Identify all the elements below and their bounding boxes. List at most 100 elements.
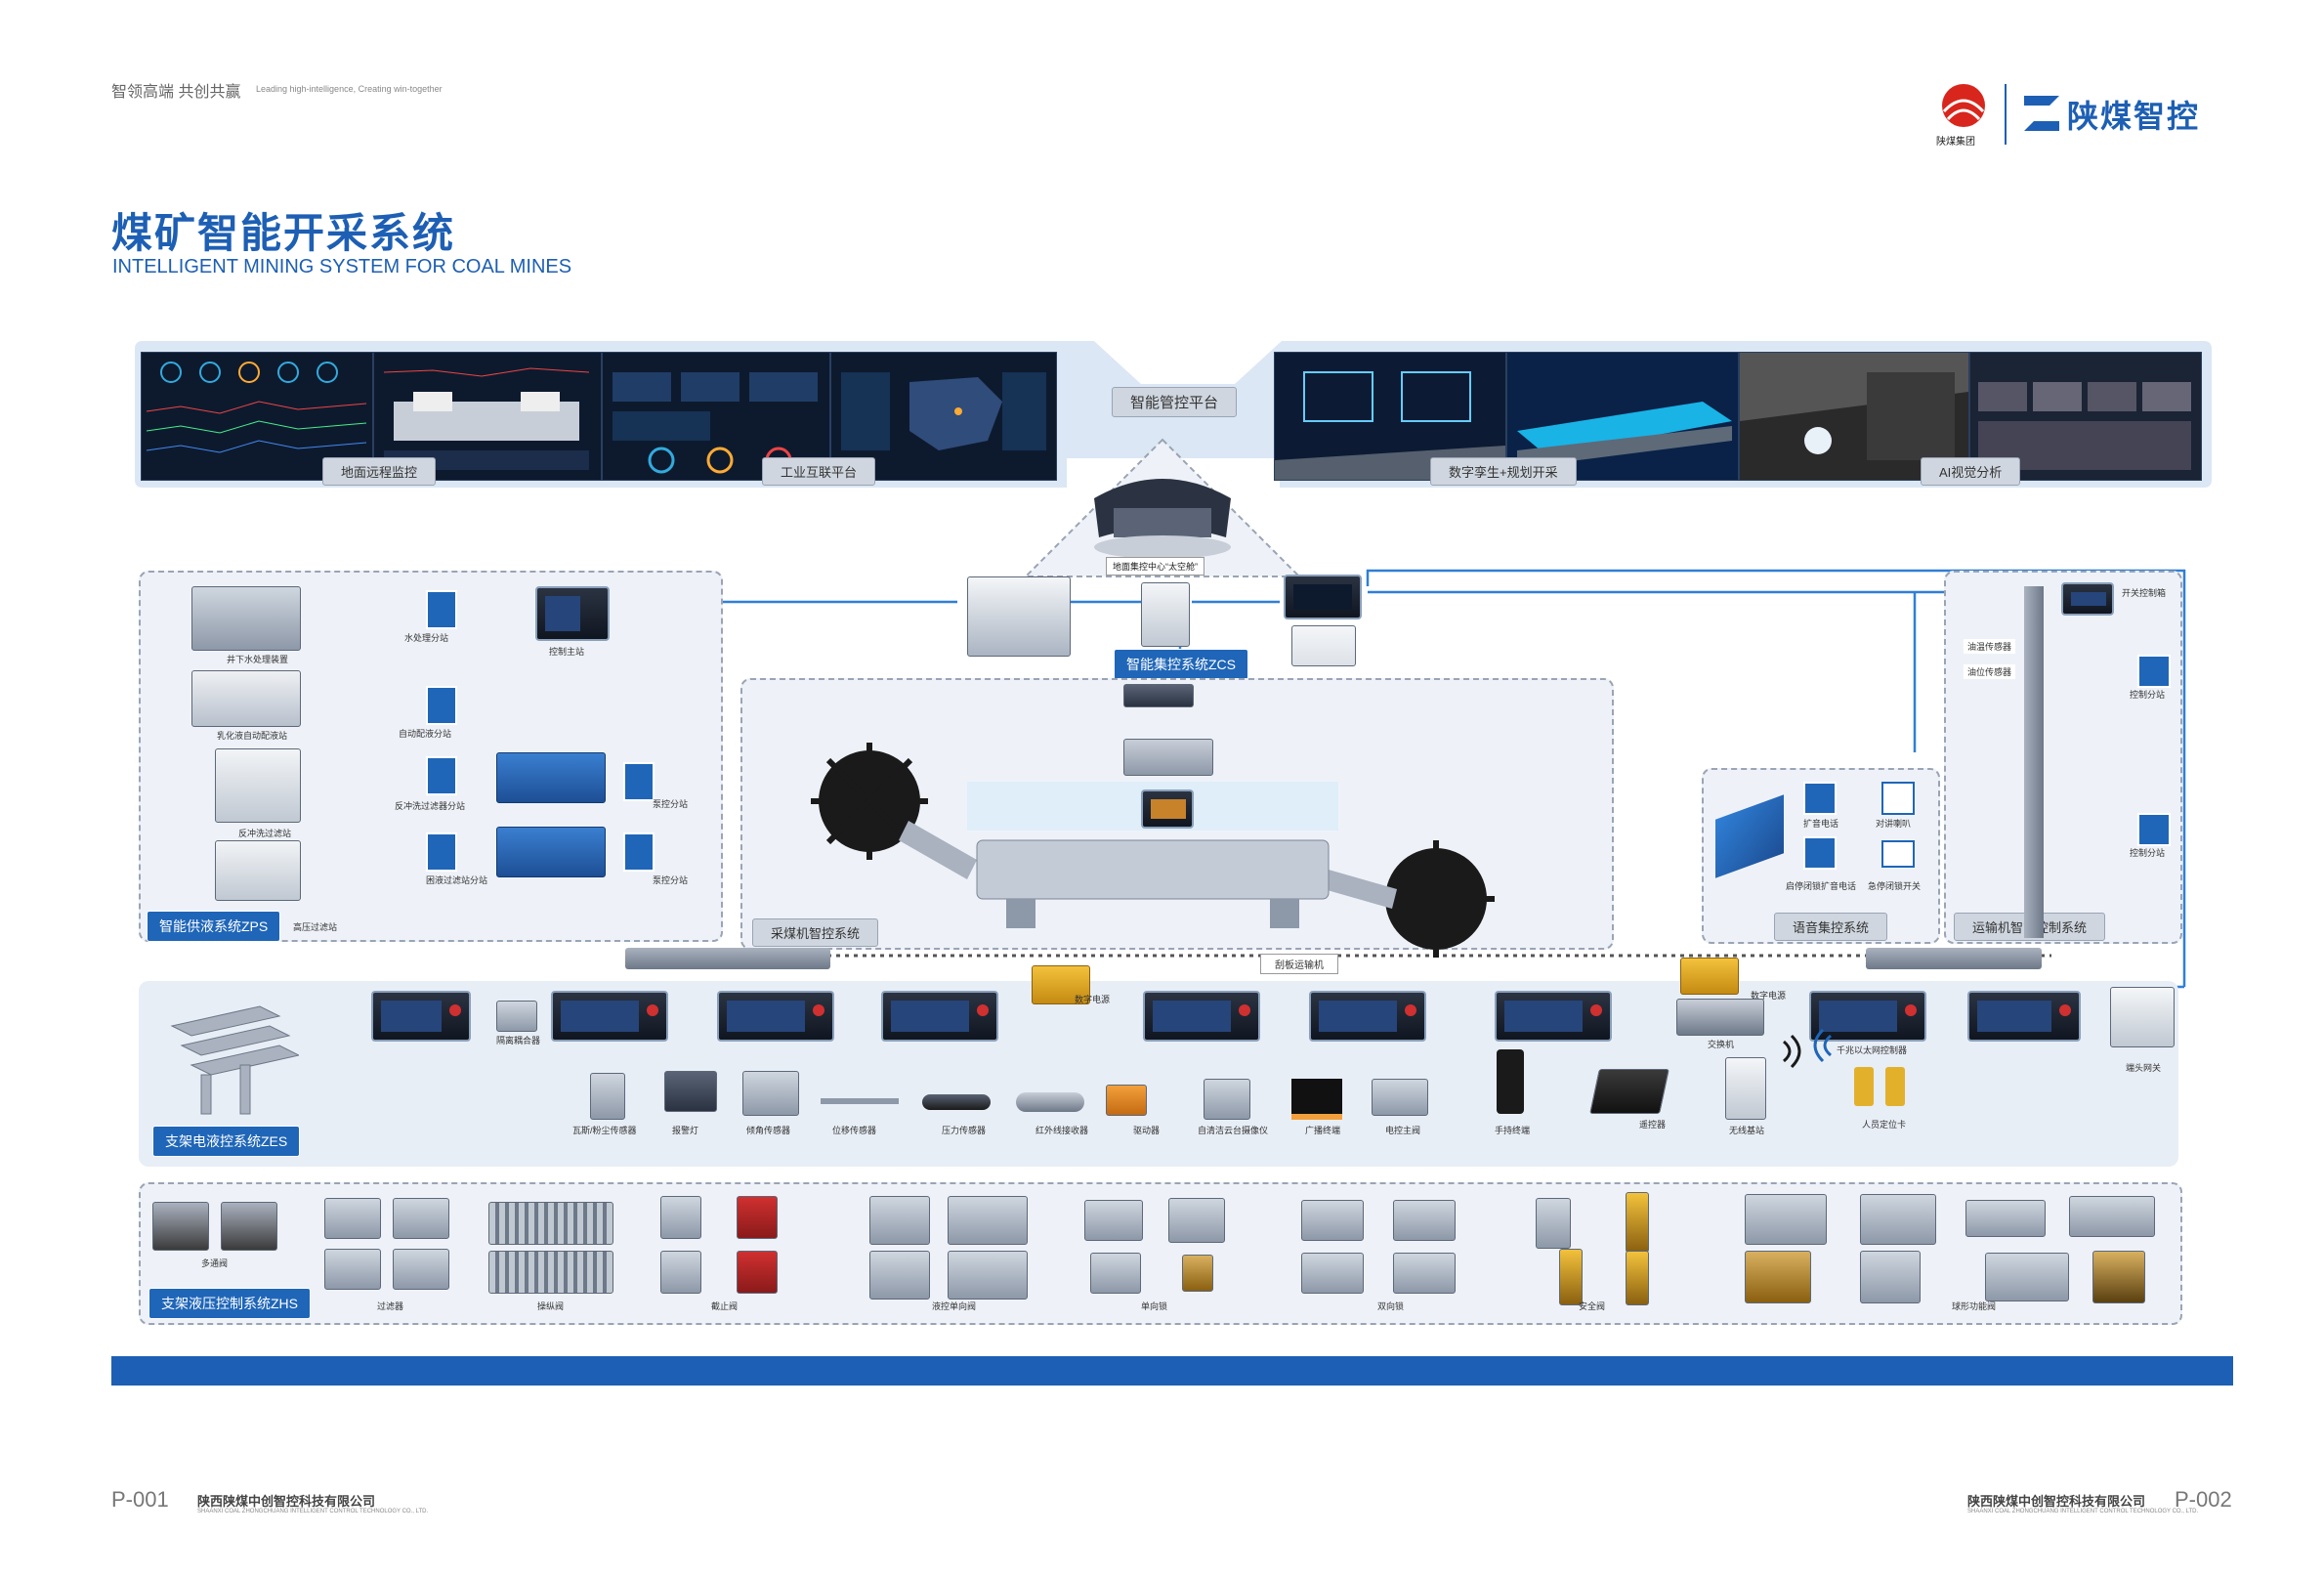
two-way-lock-2 [1393, 1200, 1456, 1241]
isolation-coupler [496, 1001, 537, 1032]
zes-item-14: 广播终端 [1305, 1126, 1341, 1135]
controller-9 [1967, 991, 2081, 1042]
zps-item-4: 自动配液分站 [399, 729, 452, 739]
emulsion-station-device [191, 670, 301, 727]
company-name-left: 陕西陕煤中创智控科技有限公司 [197, 1494, 376, 1509]
voice-label: 语音集控系统 [1774, 913, 1888, 941]
zhs-item-1: 过滤器 [377, 1301, 404, 1311]
zps-item-3: 乳化液自动配液站 [217, 731, 288, 741]
zes-item-4: 千兆以太网控制器 [1837, 1045, 1908, 1055]
ball-valve-8 [2092, 1251, 2145, 1303]
high-pressure-filter-device [215, 840, 301, 901]
handheld-terminal [1497, 1049, 1524, 1114]
zhs-item-3: 截止阀 [711, 1301, 739, 1311]
zhs-item-2: 操纵阀 [537, 1301, 565, 1311]
company-name-right: 陕西陕煤中创智控科技有限公司 [1967, 1494, 2146, 1509]
pump-substation-icon-2 [623, 832, 655, 872]
zps-item-2: 控制主站 [549, 647, 585, 657]
network-switch [1676, 999, 1764, 1036]
zhs-item-8: 球形功能阀 [1952, 1301, 1997, 1311]
group-logo-text: 陕煤集团 [1936, 137, 1975, 148]
conveyor-label: 刮板运输机 [1260, 954, 1338, 974]
backwash-station-device [215, 748, 301, 823]
zes-item-7: 报警灯 [672, 1126, 699, 1135]
controller-7 [1495, 991, 1612, 1042]
zps-item-7: 泵控分站 [653, 799, 689, 809]
zes-item-3: 交换机 [1708, 1040, 1735, 1049]
screen-remote-2 [373, 352, 602, 481]
screen-industrial-1 [602, 352, 830, 481]
main-valve [1372, 1079, 1428, 1116]
zes-item-12: 驱动器 [1133, 1126, 1161, 1135]
brand-logos: 陕煤集团 陕煤智控 [1934, 80, 2227, 149]
shearer-main-unit [1123, 739, 1213, 776]
wireless-signal-icon-2 [1813, 1028, 1833, 1063]
safety-valve-2 [1626, 1192, 1649, 1253]
multi-valve-2 [221, 1202, 277, 1251]
zes-item-0: 隔离耦合器 [496, 1036, 541, 1045]
zhs-label: 支架液压控制系统ZHS [148, 1288, 311, 1319]
voice-item-3: 急停闭锁开关 [1868, 881, 1922, 891]
zhs-item-5: 单向锁 [1141, 1301, 1168, 1311]
filter-block-4 [393, 1249, 449, 1290]
zhs-panel [139, 1182, 2182, 1325]
footer-bar [111, 1356, 2233, 1386]
control-center-label: 地面集控中心“太空舱” [1106, 557, 1204, 576]
auto-mix-substation-icon [426, 686, 457, 725]
pump-unit-2 [496, 827, 606, 877]
zes-item-5: 端头网关 [2126, 1063, 2162, 1073]
page-number-right: P-002 [2175, 1487, 2232, 1512]
label-digital-twin: 数字孪生+规划开采 [1430, 457, 1577, 486]
brand-name: 陕煤智控 [2067, 99, 2201, 134]
head-gateway [2110, 987, 2175, 1047]
transport-conveyor-column [2024, 586, 2044, 938]
label-platform: 智能管控平台 [1112, 387, 1238, 417]
controller-2 [551, 991, 668, 1042]
pump-substation-icon-1 [623, 762, 655, 801]
water-substation-icon [426, 590, 457, 629]
safety-valve-3 [1559, 1249, 1583, 1305]
conveyor-right [1866, 948, 2042, 969]
lock-phone-icon [1803, 836, 1837, 870]
check-valve-4 [948, 1251, 1028, 1300]
transport-item-3: 控制分站 [2130, 690, 2166, 700]
zes-item-1: 数字电源 [1075, 995, 1111, 1004]
displacement-sensor [821, 1098, 899, 1104]
stop-valve-3 [660, 1251, 701, 1294]
ball-valve-3 [1965, 1200, 2046, 1237]
transport-item-0: 开关控制箱 [2122, 588, 2167, 598]
backwash-substation-icon [426, 756, 457, 795]
transport-substation-icon-2 [2137, 813, 2171, 846]
broadcast-terminal [1291, 1079, 1342, 1120]
zes-item-17: 遥控器 [1639, 1120, 1667, 1130]
one-way-lock-4 [1182, 1255, 1213, 1292]
zps-item-0: 井下水处理装置 [227, 655, 289, 664]
slogan-cn: 智领高端 共创共赢 [111, 84, 241, 101]
shearer-controller [1123, 684, 1194, 707]
safety-valve-4 [1626, 1251, 1649, 1305]
hydraulic-support-graphic [170, 1005, 299, 1115]
zes-item-10: 压力传感器 [942, 1126, 987, 1135]
zes-item-16: 手持终端 [1495, 1126, 1531, 1135]
wireless-signal-icon-1 [1782, 1034, 1801, 1069]
transport-item-1: 油温传感器 [1964, 639, 2016, 654]
two-way-lock-3 [1301, 1253, 1364, 1294]
one-way-lock-2 [1168, 1198, 1225, 1243]
two-way-lock-4 [1393, 1253, 1456, 1294]
intercom-speaker-icon [1881, 782, 1915, 815]
controller-4 [881, 991, 998, 1042]
ball-valve-4 [2069, 1196, 2155, 1237]
label-industrial-internet: 工业互联平台 [762, 457, 876, 486]
zes-item-15: 电控主阀 [1385, 1126, 1421, 1135]
zes-item-11: 红外线接收器 [1035, 1126, 1089, 1135]
location-card-2 [1885, 1067, 1905, 1106]
zps-item-6: 反冲洗过滤器分站 [395, 801, 466, 811]
controller-8 [1809, 991, 1926, 1042]
zps-item-9: 困液过滤站分站 [426, 875, 488, 885]
zes-item-18: 无线基站 [1729, 1126, 1765, 1135]
wireless-base-station [1725, 1057, 1766, 1120]
zhs-item-4: 液控单向阀 [932, 1301, 977, 1311]
zes-item-9: 位移传感器 [832, 1126, 877, 1135]
zps-item-5: 反冲洗过滤站 [238, 829, 292, 838]
screen-ai-1 [1739, 352, 1969, 481]
